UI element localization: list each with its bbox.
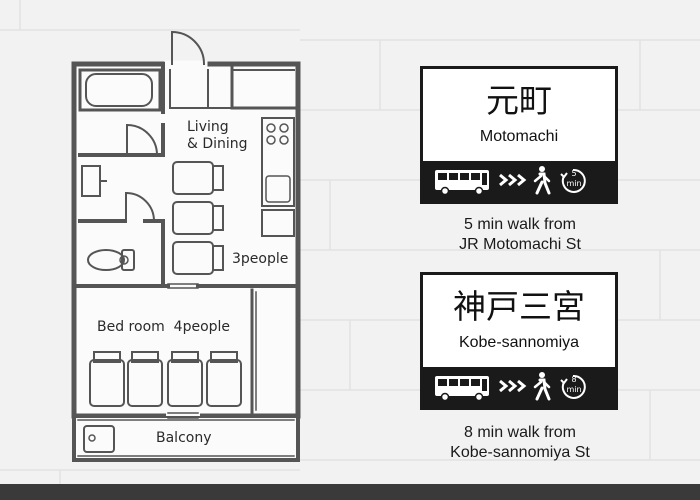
- walk-description-motomachi: 5 min walk from JR Motomachi St: [420, 215, 620, 255]
- living-capacity-label: 3people: [232, 251, 289, 267]
- walking-person-icon: [533, 372, 551, 401]
- sign-icon-bar: 8 min: [423, 367, 615, 407]
- walk-minutes-number: 5: [571, 169, 577, 178]
- triple-chevron-icon: [499, 173, 527, 187]
- walk-text-line2: Kobe-sannomiya St: [450, 444, 590, 461]
- clock-minutes-icon: [560, 374, 586, 399]
- station-name-romaji: Motomachi: [479, 128, 559, 145]
- bottom-band: [0, 484, 700, 500]
- bus-icon: [435, 170, 489, 196]
- floor-plan-drawing: [71, 30, 301, 462]
- walk-minutes-unit: min: [566, 385, 582, 394]
- station-name-romaji: Kobe-sannomiya: [458, 334, 580, 351]
- walk-description-kobe-sannomiya: 8 min walk from Kobe-sannomiya St: [420, 423, 620, 463]
- station-sign-kobe-sannomiya: 神戸三宮 Kobe-sannomiya: [420, 272, 618, 410]
- walk-minutes-unit: min: [566, 179, 582, 188]
- balcony-label: Balcony: [156, 430, 212, 446]
- bedroom-label: Bed room 4people: [97, 319, 231, 335]
- walk-minutes-number: 8: [571, 375, 577, 384]
- living-dining-label: Living & Dining: [187, 119, 248, 152]
- walk-text-line2: JR Motomachi St: [459, 236, 581, 253]
- walk-text-line1: 5 min walk from: [463, 216, 577, 233]
- walk-text-line1: 8 min walk from: [463, 424, 577, 441]
- station-name-kanji: 神戸三宮: [453, 287, 585, 326]
- sign-icon-bar: 5 min: [423, 161, 615, 201]
- clock-minutes-icon: [560, 168, 586, 193]
- triple-chevron-icon: [499, 379, 527, 393]
- floor-plan: Living & Dining 3people Bed room 4people…: [0, 0, 320, 500]
- station-sign-motomachi: 元町 Motomachi: [420, 66, 618, 204]
- walking-person-icon: [533, 166, 551, 195]
- bus-icon: [435, 376, 489, 402]
- station-name-kanji: 元町: [486, 81, 552, 120]
